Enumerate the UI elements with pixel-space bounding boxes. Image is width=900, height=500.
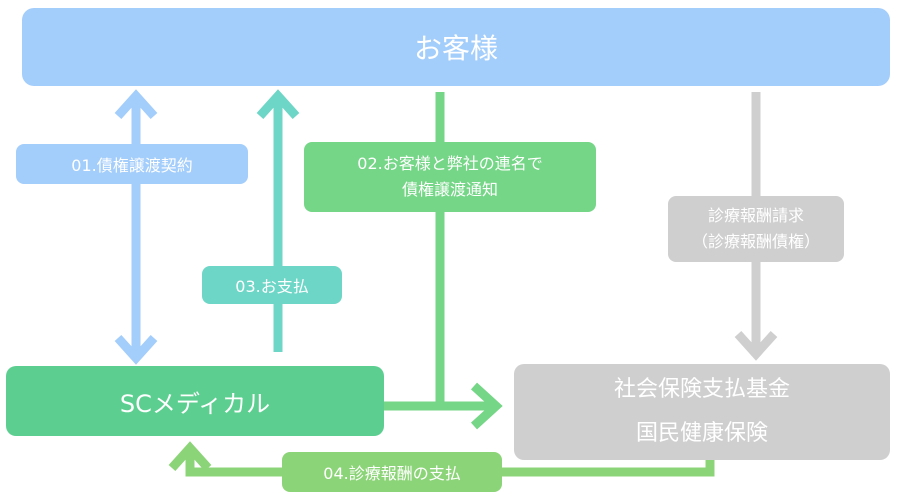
step02-text-line1: 02.お客様と弊社の連名で [357, 154, 543, 173]
sc-medical-label: SCメディカル [119, 389, 271, 418]
arrow-payment [256, 89, 300, 352]
customer-node: お客様 [22, 8, 890, 86]
fund-label-line1: 社会保険支払基金 [613, 377, 790, 402]
sc-medical-node: SCメディカル [6, 366, 384, 436]
step02-label: 02.お客様と弊社の連名で 債権譲渡通知 [304, 142, 596, 212]
step03-text: 03.お支払 [235, 277, 309, 296]
customer-label: お客様 [413, 32, 498, 65]
step03-label: 03.お支払 [202, 266, 342, 304]
claim-text-line2: （診療報酬債権） [691, 232, 820, 251]
step04-label: 04.診療報酬の支払 [282, 452, 502, 492]
fund-label-line2: 国民健康保険 [635, 421, 768, 446]
fund-node: 社会保険支払基金 国民健康保険 [514, 364, 890, 460]
claim-label: 診療報酬請求 （診療報酬債権） [668, 196, 844, 262]
claim-text-line1: 診療報酬請求 [707, 206, 804, 225]
step01-text: 01.債権譲渡契約 [71, 156, 193, 175]
step01-label: 01.債権譲渡契約 [16, 144, 248, 184]
step04-text: 04.診療報酬の支払 [323, 464, 461, 483]
step02-text-line2: 債権譲渡通知 [401, 180, 498, 199]
arrow-contract [114, 89, 158, 365]
